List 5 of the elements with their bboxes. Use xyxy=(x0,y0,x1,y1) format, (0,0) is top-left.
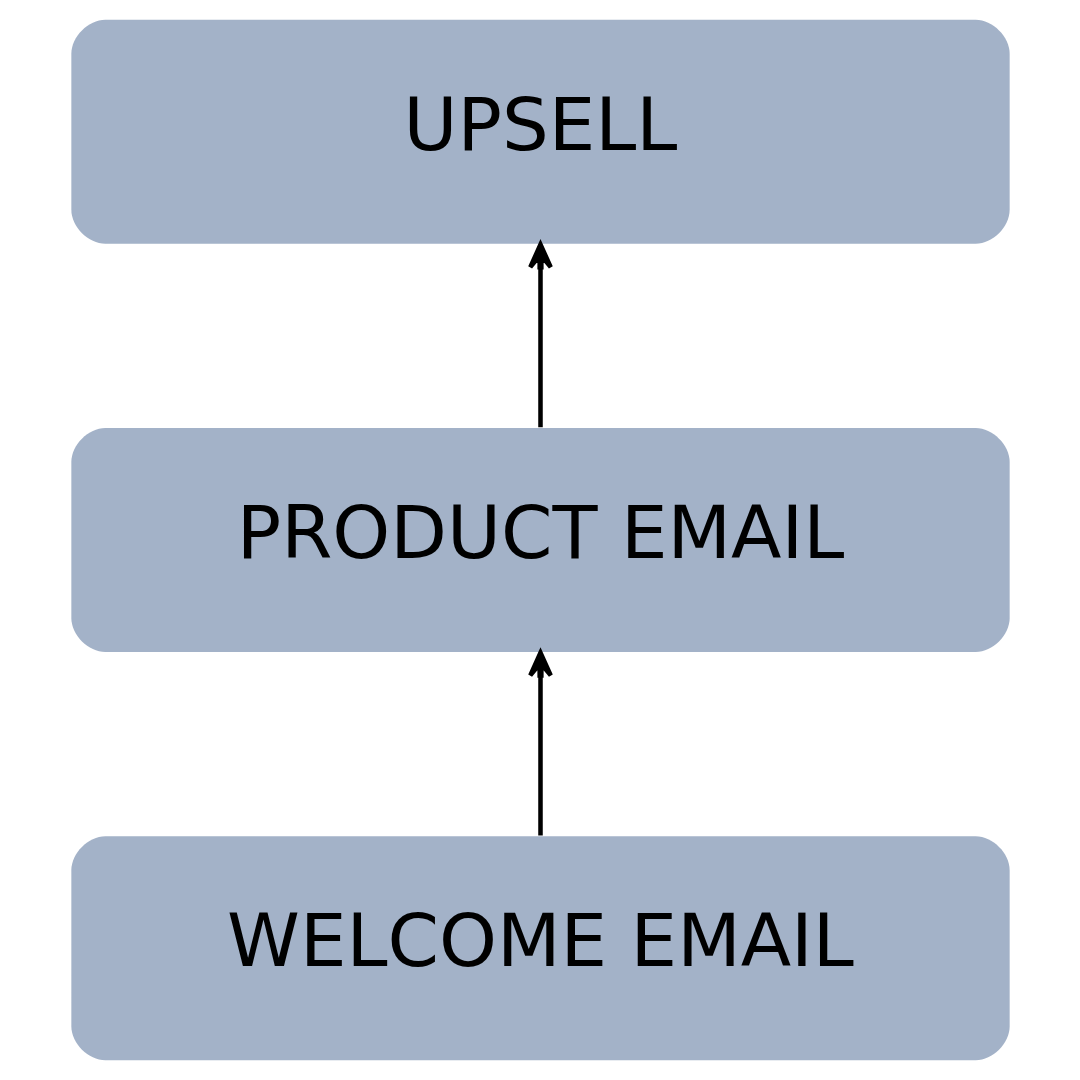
node-box: UPSELL xyxy=(70,19,1010,244)
node-box: PRODUCT EMAIL xyxy=(70,428,1010,652)
arrow xyxy=(527,242,553,428)
arrow xyxy=(527,650,553,836)
node-box: WELCOME EMAIL xyxy=(70,836,1010,1061)
